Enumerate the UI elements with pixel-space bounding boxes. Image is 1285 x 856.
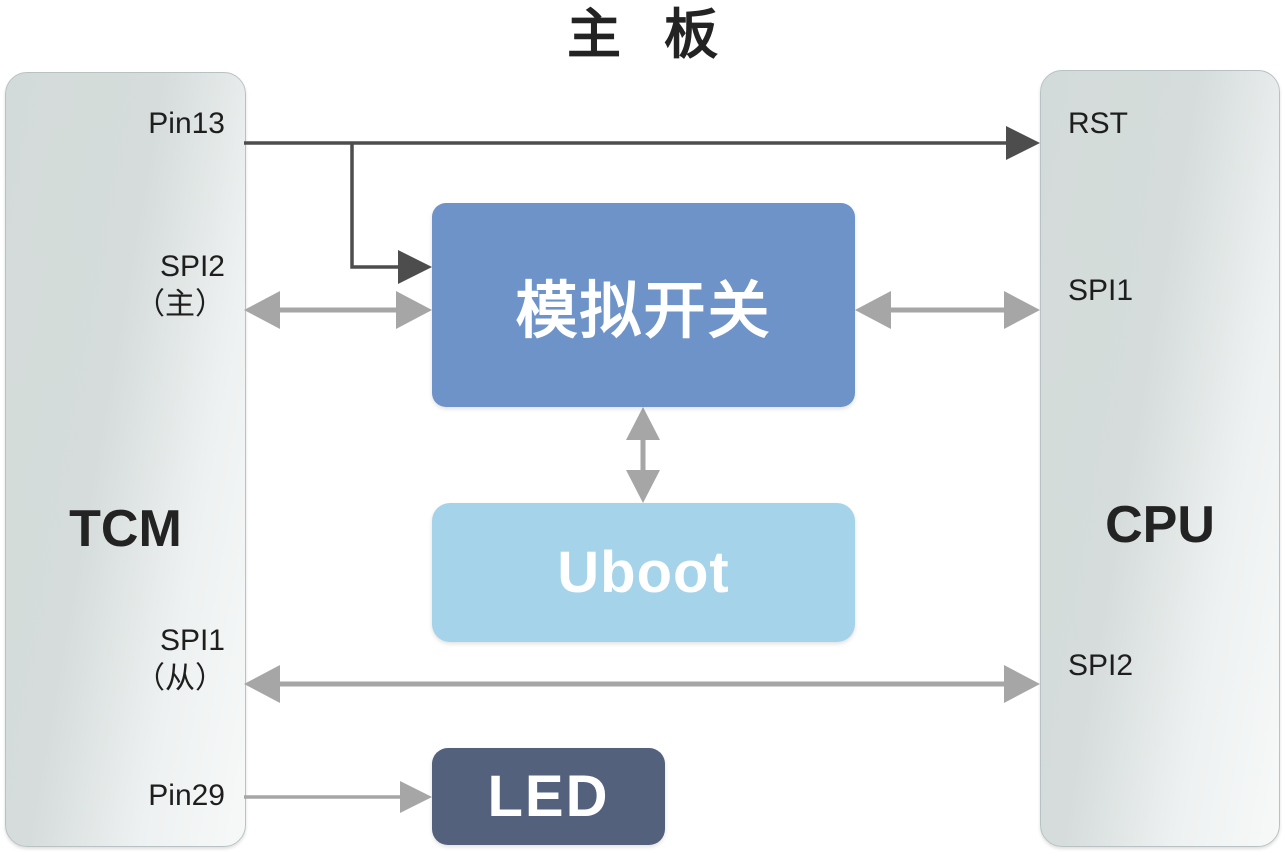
chip-tcm-label: TCM — [69, 500, 182, 558]
pin-label-cpu-spi2: SPI2 — [1068, 649, 1134, 682]
connector-tcm-spi2-to-switch — [244, 291, 432, 329]
pin-label-cpu-rst: RST — [1068, 107, 1128, 140]
connector-switch-to-uboot — [626, 407, 660, 503]
connector-tcm-spi1-to-cpu-spi2 — [244, 665, 1040, 703]
pin-label-tcm-pin13: Pin13 — [148, 107, 225, 140]
pin-label-tcm-spi2-line1: SPI2 — [159, 250, 225, 283]
pin-label-tcm-spi1-line2: （从） — [135, 662, 225, 695]
block-uboot-label: Uboot — [557, 540, 730, 605]
connector-pin13-to-switch — [350, 143, 432, 284]
connector-switch-to-cpu-spi1 — [855, 291, 1040, 329]
chip-cpu: CPU — [1040, 70, 1280, 847]
pin-label-tcm-spi1-line1: SPI1 — [159, 624, 225, 657]
block-led[interactable]: LED — [432, 748, 665, 845]
block-analog-switch[interactable]: 模拟开关 — [432, 203, 855, 407]
connector-pin29-to-led — [244, 781, 432, 813]
chip-tcm: TCM — [5, 72, 246, 847]
pin-label-tcm-spi2-line2: （主） — [135, 288, 225, 321]
block-analog-switch-label: 模拟开关 — [515, 277, 772, 346]
block-led-label: LED — [487, 764, 610, 829]
block-uboot[interactable]: Uboot — [432, 503, 855, 642]
pin-label-cpu-spi1: SPI1 — [1068, 274, 1134, 307]
pin-label-tcm-pin29: Pin29 — [148, 779, 225, 812]
page-title: 主 板 — [566, 5, 732, 65]
pin-label-tcm-spi2: SPI2 （主） — [40, 248, 225, 324]
connector-pin13-to-rst — [244, 126, 1040, 160]
pin-label-tcm-spi1: SPI1 （从） — [40, 622, 225, 698]
chip-cpu-label: CPU — [1105, 496, 1215, 554]
